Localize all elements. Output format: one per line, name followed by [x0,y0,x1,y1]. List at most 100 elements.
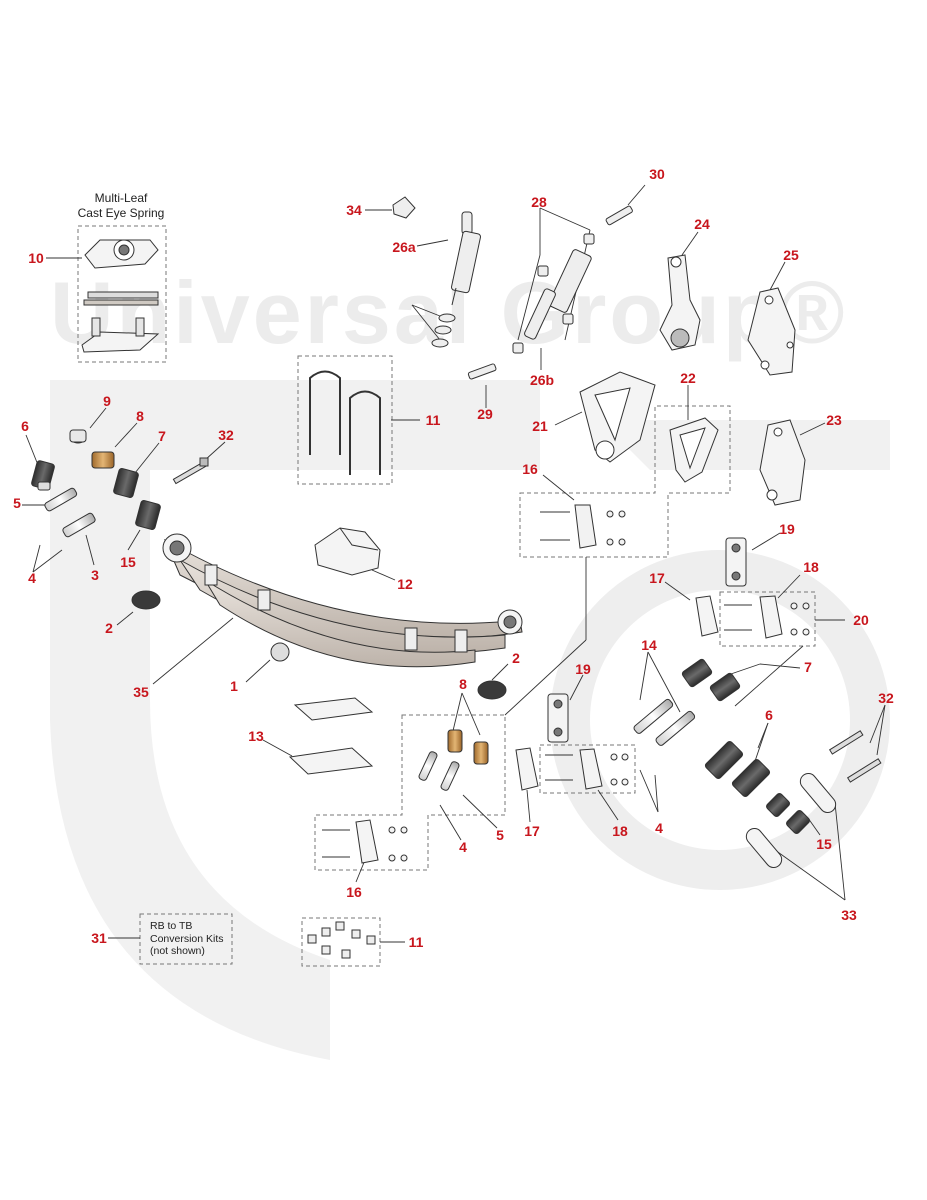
shackle-link-33b [745,828,783,868]
callout-21: 21 [532,418,548,434]
callout-17: 17 [649,570,665,586]
callout-19: 19 [779,521,795,537]
pin-5b [418,751,438,781]
callout-26b: 26b [529,372,555,388]
callout-16: 16 [522,461,538,477]
bushing-6 [31,460,55,491]
callout-4b: 4 [459,839,467,855]
pin-30 [605,205,633,226]
caption-line-2: Cast Eye Spring [77,206,165,220]
callout-8b: 8 [459,676,467,692]
threaded-pin-14a [633,698,674,734]
callout-8: 8 [136,408,144,424]
note-line-1: RB to TB [150,920,193,932]
shackle-17b [515,747,539,791]
callout-11-nuts: 11 [408,934,424,950]
bump-stop-2a [131,590,161,610]
callout-32: 32 [218,427,234,443]
callout-11-ubolts: 11 [425,412,441,428]
threaded-pin-3 [62,512,96,538]
callout-20: 20 [853,612,869,628]
bracket-34 [392,196,416,219]
callout-25: 25 [783,247,799,263]
bushing-7b [681,658,713,688]
hanger-22 [669,417,719,483]
bushing-15 [135,500,161,530]
callout-18b: 18 [612,823,628,839]
kit-box-16-22 [519,405,731,558]
callout-16b: 16 [346,884,362,900]
kit-box-16b [314,714,506,871]
note-line-2: Conversion Kits [150,932,224,945]
bolt-32c [846,758,882,783]
multi-leaf-caption: Multi-Leaf Cast Eye Spring [78,191,165,221]
callout-15: 15 [120,554,136,570]
shackle-plate-19a [725,537,747,587]
callout-13: 13 [248,728,264,744]
bushing-6c [731,758,771,798]
shackle-kit-20 [724,595,810,639]
note-line-3: (not shown) [150,945,205,957]
leader-lines [22,184,886,943]
leaf-spring-35 [162,533,523,668]
hanger-plate-23 [759,419,806,506]
bushing-7 [113,468,139,498]
callout-7: 7 [158,428,166,444]
kit-box-31 [139,913,233,965]
callout-14: 14 [641,637,657,653]
callout-5b: 5 [496,827,504,843]
bolt-32 [172,457,209,485]
callout-2: 2 [105,620,113,636]
callout-3: 3 [91,567,99,583]
bushing-15c [786,810,810,834]
hanger-plate-25 [747,287,796,376]
bolt-32b [828,730,864,755]
bronze-bushing-8b [447,729,463,753]
kit-boxes [77,225,816,967]
threaded-pin-14b [655,710,696,746]
callout-32b: 32 [878,690,894,706]
callout-33: 33 [841,907,857,923]
shackle-17a [695,595,719,637]
callout-4: 4 [28,570,36,586]
callout-34: 34 [346,202,362,218]
parts [31,196,882,959]
callout-19b: 19 [575,661,591,677]
bushing-15b [766,793,790,817]
callout-5: 5 [13,495,21,511]
shackle-kit-16 [540,504,626,549]
callout-29: 29 [477,406,493,422]
callout-35: 35 [133,684,149,700]
callout-17b: 17 [524,823,540,839]
bump-stop-2b [477,680,507,700]
pin-5 [44,487,78,512]
caption-line-1: Multi-Leaf [94,191,148,205]
wear-pads-13 [288,697,374,775]
callout-6b: 6 [765,707,773,723]
pin-29 [467,363,497,380]
callout-2b: 2 [512,650,520,666]
watermark-text: Universal Group® [50,263,848,362]
u-bolts-11 [309,370,381,475]
callout-23: 23 [826,412,842,428]
callout-6: 6 [21,418,29,434]
spacer-block-12 [314,527,381,576]
kit-box-10 [77,225,167,363]
callout-9: 9 [103,393,111,409]
callout-24: 24 [694,216,710,232]
callout-30: 30 [649,166,665,182]
bushing-6b [704,740,744,780]
shackle-plate-19b [547,693,569,743]
conversion-kits-note: RB to TB Conversion Kits (not shown) [150,920,224,958]
shackle-kit-18b [545,748,629,790]
callout-1: 1 [230,678,238,694]
callout-12: 12 [397,576,413,592]
bronze-bushing-8c [473,741,489,765]
hanger-21 [579,371,656,463]
shackle-kit-16b [322,819,408,864]
bronze-bushing-8 [91,451,115,469]
cast-eye-hanger [81,239,160,353]
kit-box-18b [539,744,636,794]
